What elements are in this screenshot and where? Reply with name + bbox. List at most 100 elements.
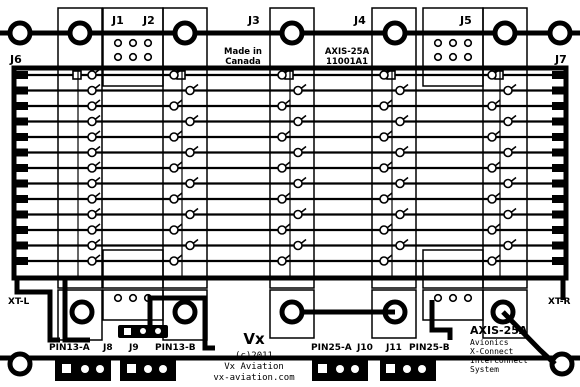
- edge-finger: [14, 210, 28, 219]
- pad: [379, 163, 389, 173]
- pad: [277, 132, 287, 142]
- pad: [395, 178, 405, 189]
- pad: [503, 178, 513, 189]
- pad: [379, 256, 389, 266]
- label-j8: J8: [102, 343, 113, 353]
- product-name: AXIS-25A: [470, 324, 528, 337]
- edge-finger: [552, 86, 566, 95]
- pad: [379, 70, 389, 80]
- pad: [293, 147, 303, 158]
- pad: [503, 209, 513, 220]
- pad: [169, 194, 179, 204]
- copyright: (c)2011: [235, 351, 273, 361]
- edge-finger: [14, 71, 28, 79]
- pad: [395, 240, 405, 251]
- pad: [169, 132, 179, 142]
- header-pin: [128, 52, 138, 62]
- edge-finger: [14, 148, 28, 157]
- pad: [487, 132, 497, 142]
- header-pin: [128, 293, 138, 303]
- edge-finger: [14, 164, 28, 172]
- edge-finger: [552, 164, 566, 172]
- pad: [87, 225, 97, 235]
- pad: [87, 209, 97, 220]
- pad: [487, 70, 497, 80]
- pad: [395, 147, 405, 158]
- pad: [277, 163, 287, 173]
- revision: 11001A1: [326, 57, 368, 67]
- pad: [87, 70, 97, 80]
- label-j9: J9: [128, 343, 139, 353]
- edge-finger: [14, 241, 28, 250]
- label-pin25b: PIN25-B: [409, 343, 450, 353]
- pad: [277, 70, 287, 80]
- product-line1: Avionics: [470, 338, 509, 347]
- pad: [293, 209, 303, 220]
- edge-finger: [14, 195, 28, 203]
- edge-finger: [552, 102, 566, 110]
- pad: [87, 85, 97, 96]
- edge-finger: [14, 86, 28, 95]
- pad: [379, 194, 389, 204]
- pad: [87, 240, 97, 251]
- header-pin: [143, 38, 153, 48]
- edge-fingers: [14, 71, 566, 265]
- edge-finger: [14, 102, 28, 110]
- pad: [87, 132, 97, 142]
- website: vx-aviation.com: [213, 373, 294, 383]
- label-j1: J1: [111, 14, 124, 27]
- product-line2: X-Connect: [470, 347, 514, 356]
- pad: [487, 256, 497, 266]
- edge-finger: [14, 257, 28, 265]
- header-pin: [463, 38, 473, 48]
- header-pin: [113, 52, 123, 62]
- edge-finger: [552, 257, 566, 265]
- pad: [379, 101, 389, 111]
- product-line3: Interconnect: [470, 356, 528, 365]
- label-j6: J6: [9, 53, 22, 66]
- pad: [185, 209, 195, 220]
- pad: [169, 256, 179, 266]
- edge-finger: [552, 148, 566, 157]
- pad: [379, 225, 389, 235]
- pad: [87, 178, 97, 189]
- edge-finger: [14, 226, 28, 234]
- label-j11: J11: [385, 343, 402, 353]
- label-pin13a: PIN13-A: [49, 343, 90, 353]
- header-pin: [448, 38, 458, 48]
- label-pin25a: PIN25-A: [311, 343, 352, 353]
- pad: [185, 240, 195, 251]
- header-pin: [433, 38, 443, 48]
- header-pins: [113, 38, 473, 303]
- header-pin: [448, 293, 458, 303]
- pad: [185, 85, 195, 96]
- pad: [169, 225, 179, 235]
- part-number: AXIS-25A: [325, 47, 370, 57]
- label-j5: J5: [459, 14, 472, 27]
- pad: [277, 194, 287, 204]
- made-in-line2: Canada: [225, 57, 261, 67]
- pad: [379, 132, 389, 142]
- signal-traces: [14, 68, 566, 278]
- pad: [169, 70, 179, 80]
- pad: [503, 147, 513, 158]
- edge-finger: [14, 117, 28, 126]
- pad: [277, 256, 287, 266]
- pad: [487, 163, 497, 173]
- header-pin: [143, 52, 153, 62]
- pad: [87, 194, 97, 204]
- pad: [395, 85, 405, 96]
- pad: [487, 225, 497, 235]
- pad: [293, 85, 303, 96]
- edge-finger: [552, 71, 566, 79]
- pad: [395, 116, 405, 127]
- edge-finger: [552, 117, 566, 126]
- edge-finger: [552, 241, 566, 250]
- label-j10: J10: [356, 343, 373, 353]
- header-pin: [113, 38, 123, 48]
- edge-finger: [14, 133, 28, 141]
- pad: [487, 194, 497, 204]
- label-xt-l: XT-L: [8, 297, 29, 307]
- pad: [503, 240, 513, 251]
- edge-finger: [552, 195, 566, 203]
